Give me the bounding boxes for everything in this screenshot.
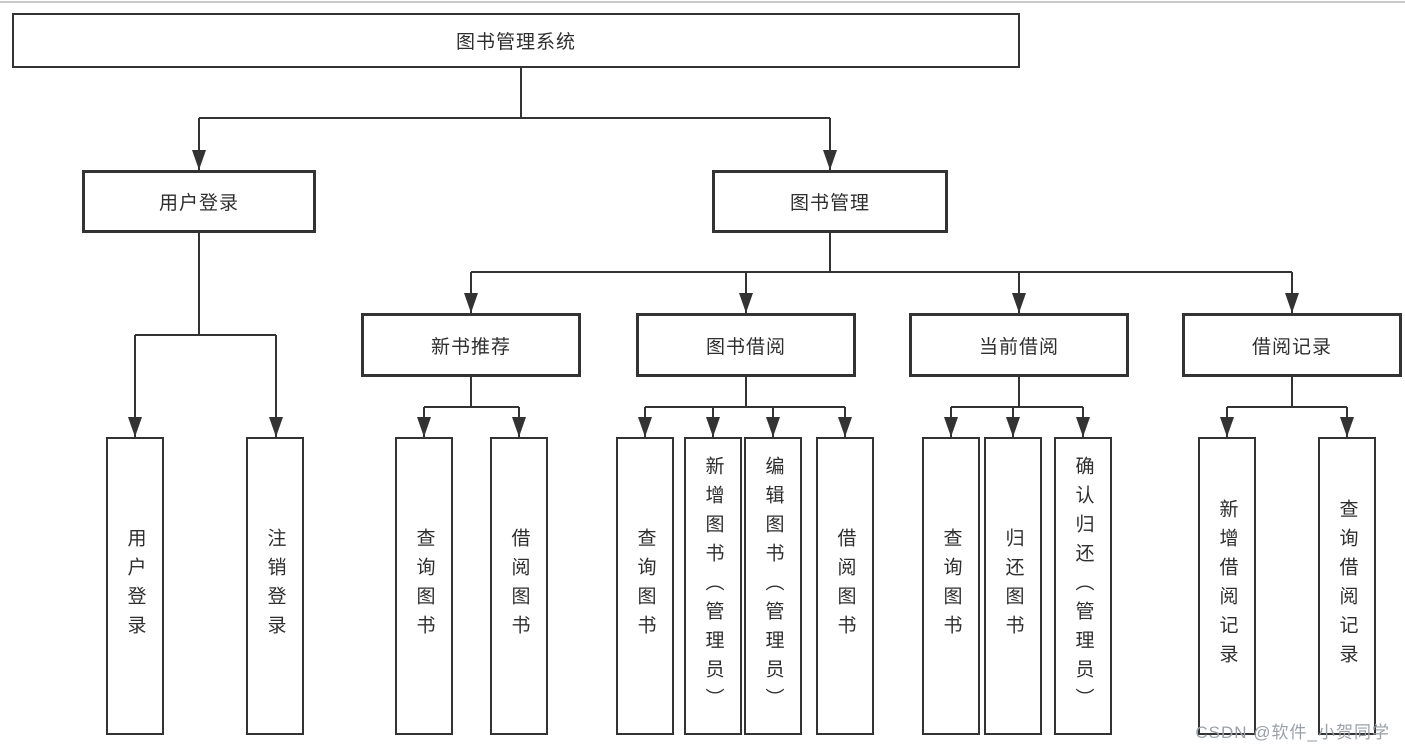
node-label-book-management: 图书管理 [789, 193, 870, 214]
leaf-label-borrow-books: 借阅图书 [834, 528, 856, 644]
leaf-label-logout: 注销登录 [264, 528, 286, 644]
leaf-box-return-books: 归还图书 [984, 437, 1042, 735]
node-box-book-management: 图书管理 [712, 170, 948, 233]
leaf-label-add-books-admin: 新增图书（管理员） [702, 455, 724, 717]
leaf-box-add-books-admin: 新增图书（管理员） [684, 437, 742, 735]
arrow-down-icon [417, 417, 431, 437]
leaf-box-query-books-recommend: 查询图书 [395, 437, 453, 735]
node-box-book-borrow: 图书借阅 [636, 313, 856, 377]
page-top-divider [0, 1, 1405, 3]
leaf-box-query-books-borrow: 查询图书 [616, 437, 674, 735]
leaf-box-logout: 注销登录 [246, 437, 304, 735]
leaf-label-query-borrow-record: 查询借阅记录 [1336, 499, 1358, 673]
node-label-new-book-recommend: 新书推荐 [430, 336, 511, 358]
leaf-label-borrow-books-recommend: 借阅图书 [508, 528, 530, 644]
node-label-current-borrow: 当前借阅 [978, 336, 1059, 358]
leaf-label-query-books-borrow: 查询图书 [634, 528, 656, 644]
leaf-box-query-borrow-record: 查询借阅记录 [1318, 437, 1376, 735]
csdn-watermark: CSDN @软件_小贺同学 [1195, 723, 1390, 742]
leaf-box-query-books-current: 查询图书 [922, 437, 980, 735]
node-label-system-root: 图书管理系统 [455, 32, 576, 53]
leaf-box-add-borrow-record: 新增借阅记录 [1198, 437, 1256, 735]
node-box-system-root: 图书管理系统 [12, 13, 1020, 68]
arrow-down-icon [638, 417, 652, 437]
leaf-label-edit-books-admin: 编辑图书（管理员） [762, 455, 784, 717]
arrow-down-icon [512, 417, 526, 437]
node-box-user-login: 用户登录 [82, 170, 316, 233]
arrow-down-icon [269, 417, 283, 437]
arrow-down-icon [1076, 417, 1090, 437]
connector-lines [134, 68, 1348, 437]
leaf-label-query-books-recommend: 查询图书 [413, 528, 435, 644]
arrow-down-icon [1340, 417, 1354, 437]
node-box-current-borrow: 当前借阅 [909, 313, 1129, 377]
node-box-new-book-recommend: 新书推荐 [361, 313, 581, 377]
leaf-box-confirm-return-admin: 确认归还（管理员） [1054, 437, 1112, 735]
arrow-down-icon [128, 417, 142, 437]
leaf-label-confirm-return-admin: 确认归还（管理员） [1072, 455, 1094, 717]
leaf-box-edit-books-admin: 编辑图书（管理员） [744, 437, 802, 735]
node-label-book-borrow: 图书借阅 [705, 336, 786, 358]
arrow-down-icon [1006, 417, 1020, 437]
arrow-down-icon [706, 417, 720, 437]
arrow-down-icon [1220, 417, 1234, 437]
node-label-user-login: 用户登录 [158, 193, 239, 214]
leaf-label-user-login: 用户登录 [124, 528, 146, 644]
leaf-label-return-books: 归还图书 [1002, 528, 1024, 644]
arrow-down-icon [838, 417, 852, 437]
arrow-down-icon [944, 417, 958, 437]
node-box-borrow-records: 借阅记录 [1182, 313, 1402, 377]
leaf-box-borrow-books-recommend: 借阅图书 [490, 437, 548, 735]
arrow-down-icon [464, 293, 478, 313]
arrow-down-icon [192, 150, 206, 170]
arrow-down-icon [1012, 293, 1026, 313]
arrow-down-icon [766, 417, 780, 437]
node-label-borrow-records: 借阅记录 [1251, 336, 1332, 358]
arrow-down-icon [739, 293, 753, 313]
arrow-down-icon [823, 150, 837, 170]
leaf-box-borrow-books: 借阅图书 [816, 437, 874, 735]
leaf-label-query-books-current: 查询图书 [940, 528, 962, 644]
arrow-down-icon [1285, 293, 1299, 313]
leaf-box-user-login: 用户登录 [106, 437, 164, 735]
leaf-label-add-borrow-record: 新增借阅记录 [1216, 499, 1238, 673]
